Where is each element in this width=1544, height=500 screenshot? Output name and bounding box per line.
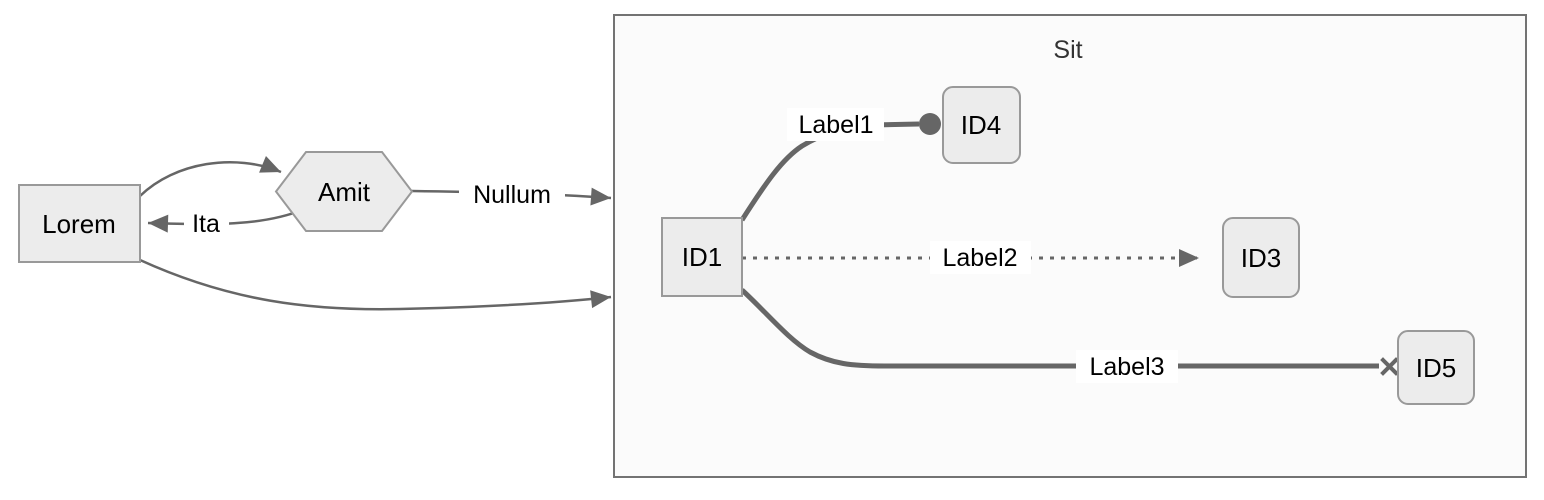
- edge-label-label3: Label3: [1076, 350, 1178, 383]
- svg-text:ID3: ID3: [1241, 243, 1281, 273]
- svg-text:Label1: Label1: [798, 111, 873, 139]
- edge-label-label1: Label1: [787, 108, 884, 141]
- node-amit: Amit: [274, 151, 414, 232]
- subgraph-sit-box: [613, 14, 1527, 478]
- svg-text:Label2: Label2: [942, 244, 1017, 272]
- edge-amit-lorem: [147, 208, 303, 233]
- node-id1: ID1: [661, 217, 743, 297]
- node-id3: ID3: [1222, 217, 1300, 298]
- edge-label-ita: Ita: [184, 207, 229, 240]
- svg-text:ID4: ID4: [961, 110, 1001, 140]
- subgraph-sit-title: Sit: [1053, 36, 1082, 64]
- edge-lorem-subgraph: [139, 258, 612, 311]
- circle-edge-ending: [919, 113, 941, 135]
- svg-text:Amit: Amit: [318, 177, 371, 207]
- svg-text:ID1: ID1: [682, 242, 722, 272]
- edge-lorem-amit: [139, 156, 282, 197]
- svg-text:ID5: ID5: [1416, 353, 1456, 383]
- svg-text:Ita: Ita: [192, 210, 220, 238]
- svg-text:Label3: Label3: [1089, 353, 1164, 381]
- node-id4: ID4: [942, 86, 1021, 164]
- svg-text:Lorem: Lorem: [42, 209, 116, 239]
- svg-text:Nullum: Nullum: [473, 181, 551, 209]
- cross-edge-ending: [1380, 357, 1399, 376]
- edge-label-nullum: Nullum: [459, 178, 565, 210]
- edge-label-label2: Label2: [930, 241, 1031, 274]
- node-lorem: Lorem: [18, 184, 141, 263]
- node-id5: ID5: [1397, 330, 1475, 405]
- edge-id1-id5: [740, 288, 1379, 369]
